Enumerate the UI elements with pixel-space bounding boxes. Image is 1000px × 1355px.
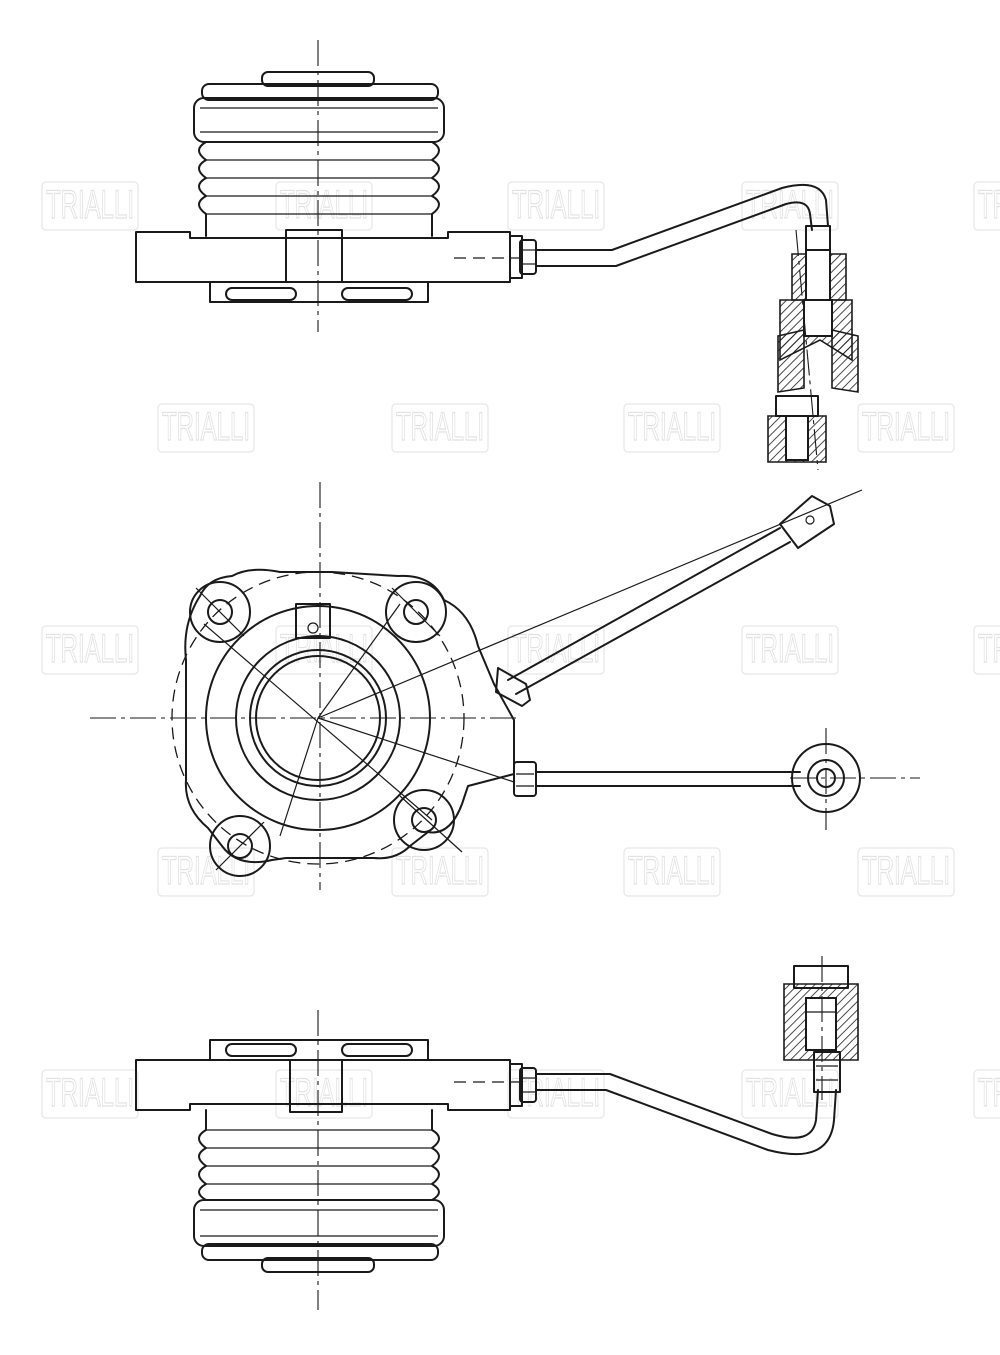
watermark-frame	[507, 181, 605, 231]
watermark-text: TRIALLI	[978, 1071, 1000, 1115]
watermark-frame	[741, 625, 839, 675]
watermark-frame	[41, 1069, 139, 1119]
watermark-text: TRIALLI	[280, 183, 368, 227]
watermark-text: TRIALLI	[862, 849, 950, 893]
watermark-frame	[41, 625, 139, 675]
bottom-view	[135, 956, 859, 1310]
watermark-text: TRIALLI	[628, 849, 716, 893]
watermark-frame	[507, 625, 605, 675]
watermark-text: TRIALLI	[280, 627, 368, 671]
watermark-text: TRIALLI	[978, 183, 1000, 227]
watermark-frame	[741, 181, 839, 231]
watermark-text: TRIALLI	[396, 849, 484, 893]
watermark-text: TRIALLI	[162, 849, 250, 893]
watermark-frame	[391, 847, 489, 897]
watermark-frame	[857, 403, 955, 453]
watermark-frame	[507, 1069, 605, 1119]
watermark-frame	[275, 625, 373, 675]
watermark-frame	[623, 847, 721, 897]
watermark-frame	[973, 1069, 1000, 1119]
watermark-frame	[973, 181, 1000, 231]
watermark-text: TRIALLI	[280, 1071, 368, 1115]
watermark-text: TRIALLI	[746, 627, 834, 671]
watermark-text: TRIALLI	[396, 405, 484, 449]
front-view	[90, 482, 920, 890]
top-view	[135, 40, 859, 471]
watermark-text: TRIALLI	[978, 627, 1000, 671]
watermark-frame	[741, 1069, 839, 1119]
watermark-text: TRIALLI	[46, 627, 134, 671]
watermark-frame	[41, 181, 139, 231]
watermark-frame	[857, 847, 955, 897]
watermark-frame	[275, 1069, 373, 1119]
watermark-text: TRIALLI	[162, 405, 250, 449]
watermark-frame	[157, 403, 255, 453]
watermark-text: TRIALLI	[46, 183, 134, 227]
watermark-frame	[391, 403, 489, 453]
watermark-frame	[973, 625, 1000, 675]
watermark-text: TRIALLI	[46, 1071, 134, 1115]
watermark-text: TRIALLI	[512, 627, 600, 671]
watermark-text: TRIALLI	[628, 405, 716, 449]
watermark-text: TRIALLI	[862, 405, 950, 449]
watermark-text: TRIALLI	[512, 183, 600, 227]
watermark-frame	[623, 403, 721, 453]
